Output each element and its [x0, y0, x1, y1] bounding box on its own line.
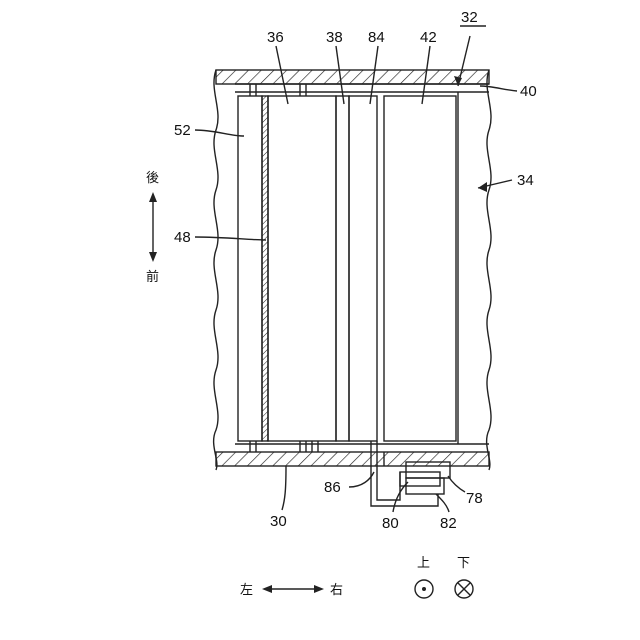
column-38 — [336, 96, 349, 441]
duct-86 — [377, 441, 400, 500]
direction-up: 上 — [417, 556, 430, 571]
label-38: 38 — [326, 29, 343, 46]
direction-front: 前 — [146, 269, 159, 285]
direction-rear: 後 — [146, 171, 159, 186]
cell-36 — [268, 96, 336, 441]
label-40: 40 — [520, 83, 537, 100]
label-32: 32 — [461, 9, 478, 26]
left-break-line — [214, 70, 218, 470]
label-52: 52 — [174, 122, 191, 139]
cell-42 — [384, 96, 456, 441]
separator-48 — [262, 96, 268, 441]
label-42: 42 — [420, 29, 437, 46]
column-84 — [349, 96, 377, 441]
direction-down: 下 — [457, 556, 470, 571]
top-wall — [216, 70, 489, 84]
label-34: 34 — [517, 172, 534, 189]
label-82: 82 — [440, 515, 457, 532]
right-break-line — [487, 70, 491, 470]
label-30: 30 — [270, 513, 287, 530]
label-86: 86 — [324, 479, 341, 496]
label-36: 36 — [267, 29, 284, 46]
bottom-wall — [216, 452, 489, 466]
label-48: 48 — [174, 229, 191, 246]
direction-left: 左 — [240, 583, 253, 598]
label-78: 78 — [466, 490, 483, 507]
label-84: 84 — [368, 29, 385, 46]
panel-52 — [238, 96, 262, 441]
direction-right: 右 — [330, 583, 343, 598]
label-80: 80 — [382, 515, 399, 532]
